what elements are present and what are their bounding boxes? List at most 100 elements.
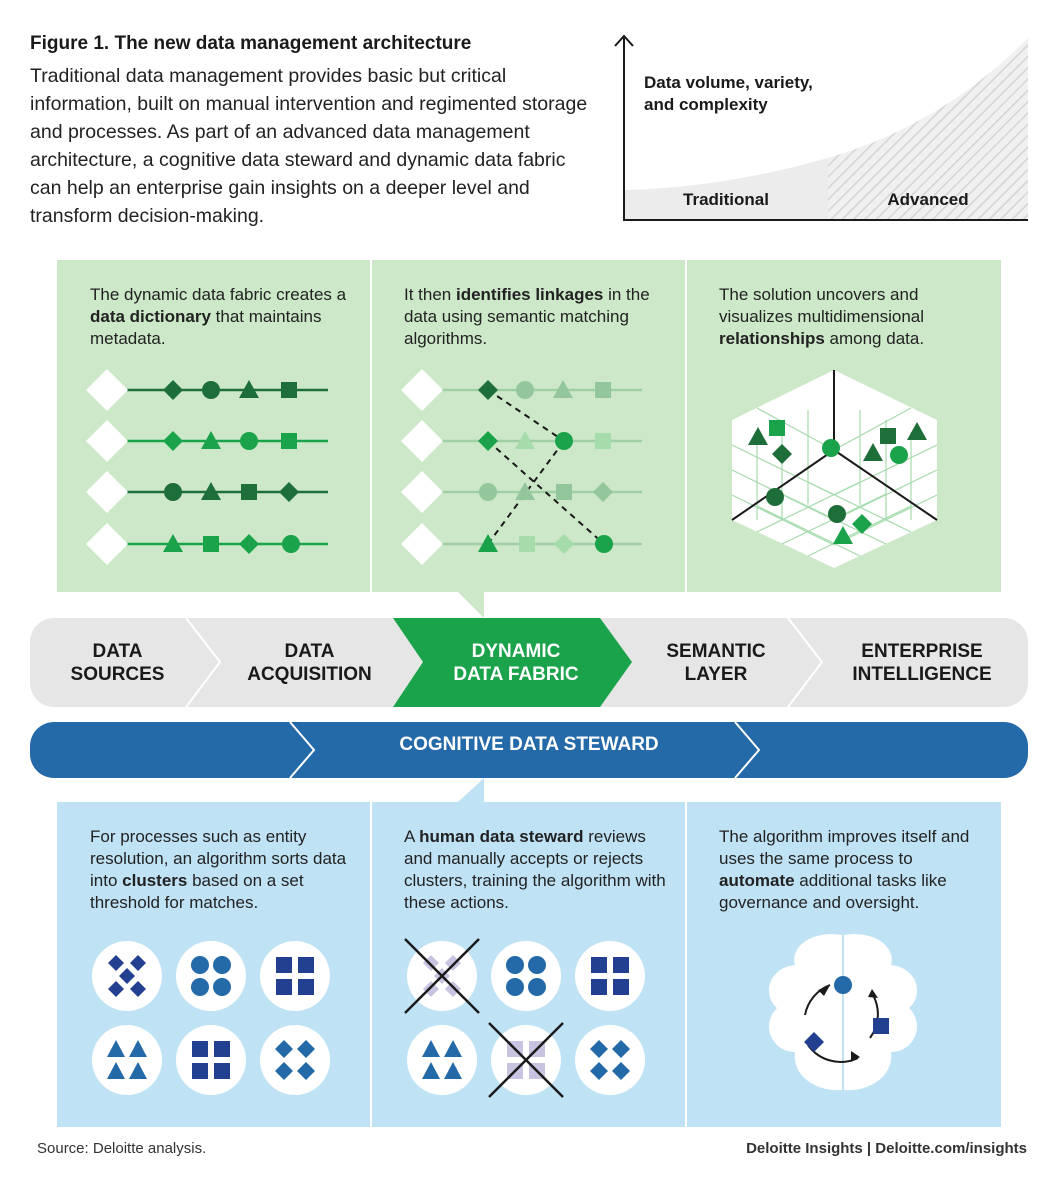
volume-chart [614, 34, 1028, 221]
stage-line: SOURCES [70, 664, 165, 685]
text-bold: relationships [719, 329, 825, 348]
square-icon [281, 382, 297, 398]
triangle-icon [201, 431, 221, 449]
stage-line: DATA [92, 641, 143, 662]
square-icon [519, 536, 535, 552]
circle-icon [822, 439, 840, 457]
square-icon [556, 484, 572, 500]
diamond-icon [478, 431, 498, 451]
diamond-icon [163, 380, 183, 400]
cognitive-data-steward-label: COGNITIVE DATA STEWARD [399, 734, 659, 755]
y-axis-arrow-icon [614, 34, 634, 47]
dictionary-rows [86, 369, 328, 565]
text-run: based on a set threshold for matches. [90, 871, 304, 912]
diamond-icon [401, 471, 443, 513]
stage-line: INTELLIGENCE [852, 664, 992, 685]
diamond-icon [86, 523, 128, 565]
text-run: For processes such as entity resolution,… [90, 827, 347, 890]
triangle-icon [833, 526, 853, 544]
stage-line: DYNAMIC [471, 641, 561, 662]
circle-icon [555, 432, 573, 450]
chevron-right-icon [185, 617, 222, 708]
cluster-squares [575, 941, 645, 1011]
brain-icon [768, 934, 918, 1091]
triangle-icon [478, 534, 498, 552]
text-run: among data. [824, 329, 925, 348]
square-icon [595, 433, 611, 449]
cluster-circles [491, 941, 561, 1011]
circle-icon [890, 446, 908, 464]
cluster-triangles [407, 1025, 477, 1095]
diamond-icon [478, 380, 498, 400]
diamond-icon [239, 534, 259, 554]
square-icon [203, 536, 219, 552]
cross-icon [404, 938, 480, 1014]
figure-title: Figure 1. The new data management archit… [30, 33, 472, 54]
text-bold: identifies linkages [455, 285, 604, 304]
circle-icon [516, 381, 534, 399]
triangle-icon [239, 380, 259, 398]
active-stage-bg [393, 618, 632, 707]
square-icon [769, 420, 785, 436]
diamond-icon [86, 471, 128, 513]
chevron-right-icon [787, 617, 824, 708]
stage-line: ENTERPRISE [861, 641, 983, 662]
top-pointer [458, 592, 484, 618]
circle-icon [479, 483, 497, 501]
advanced-label: Advanced [887, 190, 969, 209]
text-run: A [404, 827, 420, 846]
stage-line: ACQUISITION [247, 664, 372, 685]
volume-label-line1: Data volume, variety, [644, 73, 813, 92]
text-bold: data dictionary [90, 307, 211, 326]
stage-semantic-layer: SEMANTIC LAYER [632, 640, 800, 686]
triangle-icon [163, 534, 183, 552]
square-icon [873, 1018, 889, 1034]
pipeline-bar [30, 617, 1028, 708]
stage-line: SEMANTIC [666, 641, 766, 662]
relationship-cube [731, 370, 938, 568]
diamond-icon [401, 523, 443, 565]
traditional-area [624, 158, 828, 220]
stage-line: DATA [284, 641, 335, 662]
chevron-right-icon [289, 721, 316, 779]
circle-icon [595, 535, 613, 553]
clusters-panel-1 [92, 941, 330, 1095]
cluster-triangles [92, 1025, 162, 1095]
text-run: reviews and manually accepts or rejects … [404, 827, 666, 912]
text-run: It then [404, 285, 456, 304]
diamond-icon [163, 431, 183, 451]
linkage-rows [401, 369, 642, 565]
top-panel-1-text: The dynamic data fabric creates a data d… [90, 284, 360, 350]
text-bold: clusters [122, 871, 188, 890]
diamond-icon [86, 420, 128, 462]
text-run: in the data using semantic matching algo… [404, 285, 650, 348]
diamond-icon [804, 1032, 824, 1052]
stage-line: DATA FABRIC [453, 664, 579, 685]
triangle-icon [907, 422, 927, 440]
top-panel-3-text: The solution uncovers and visualizes mul… [719, 284, 991, 350]
square-icon [281, 433, 297, 449]
cluster-squares [260, 941, 330, 1011]
bottom-pointer [458, 778, 484, 802]
brand-link[interactable]: Deloitte Insights | Deloitte.com/insight… [746, 1140, 1027, 1157]
text-run: The algorithm improves itself and uses t… [719, 827, 970, 868]
stage-enterprise-intelligence: ENTERPRISE INTELLIGENCE [822, 640, 1022, 686]
cluster-diamonds [575, 1025, 645, 1095]
circle-icon [766, 488, 784, 506]
chevron-right-icon [734, 721, 761, 779]
triangle-icon [201, 482, 221, 500]
square-icon [880, 428, 896, 444]
top-panel-2-text: It then identifies linkages in the data … [404, 284, 676, 350]
diamond-icon [772, 444, 792, 464]
stage-data-acquisition: DATA ACQUISITION [222, 640, 397, 686]
bottom-panel-2-text: A human data steward reviews and manuall… [404, 826, 676, 914]
text-bold: automate [719, 871, 795, 890]
diamond-icon [401, 369, 443, 411]
stage-data-sources: DATA SOURCES [40, 640, 195, 686]
cluster-circles [176, 941, 246, 1011]
stage-dynamic-data-fabric: DYNAMIC DATA FABRIC [425, 640, 607, 686]
circle-icon [202, 381, 220, 399]
bottom-panel-1-text: For processes such as entity resolution,… [90, 826, 362, 914]
cluster-diamonds [260, 1025, 330, 1095]
diamond-icon [279, 482, 299, 502]
